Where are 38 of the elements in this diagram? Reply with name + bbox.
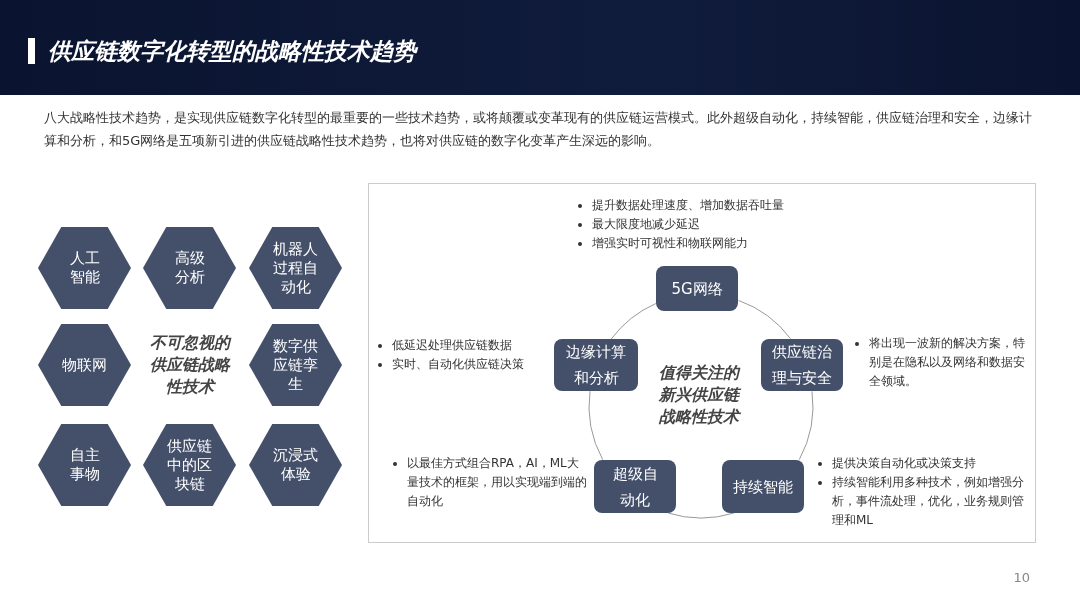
rounded-box [594, 460, 676, 513]
bullet-text: 增强实时可视性和物联网能力 [592, 236, 748, 250]
bullet-text: 将出现一波新的解决方案，特别是在隐私以及网络和数据安全领域。 [869, 336, 1025, 388]
node-text: 物联网 [61, 355, 108, 375]
node-text: 供应链治理与安全 [771, 342, 833, 389]
node-text: 人工智能 [68, 249, 101, 287]
bullet-text: 提升数据处理速度、增加数据吞吐量 [592, 198, 784, 212]
node-text: 数字供应链孪生 [272, 336, 319, 394]
ring-connector [588, 390, 604, 461]
node-text: 超级自动化 [611, 463, 659, 511]
ring-connector [610, 303, 657, 340]
node-text: 边缘计算和分析 [565, 342, 627, 389]
bullet-text: 最大限度地减少延迟 [592, 217, 700, 231]
bullet-text: 以最佳方式组合RPA，AI，ML大量技术的框架，用以实现端到端的自动化 [407, 456, 587, 508]
ring-connector [798, 390, 814, 461]
ring-connector [738, 299, 791, 340]
rounded-box [761, 339, 843, 391]
node-text: 自主事物 [68, 446, 101, 484]
node-text: 持续智能 [732, 476, 794, 498]
center-caption: 值得关注的新兴供应链战略性技术 [657, 362, 741, 428]
page-number: 10 [1013, 570, 1030, 585]
bullet-text: 提供决策自动化或决策支持 [832, 456, 976, 470]
node-text: 高级分析 [173, 249, 206, 287]
node-text: 沉浸式体验 [272, 446, 319, 484]
node-text: 5G网络 [670, 278, 724, 300]
rounded-box [722, 460, 804, 513]
slide-title: 供应链数字化转型的战略性技术趋势 [48, 37, 419, 66]
center-caption: 不可忽视的供应链战略性技术 [149, 332, 232, 398]
bullet-text: 持续智能利用多种技术，例如增强分析，事件流处理，优化，业务规则管理和ML [832, 475, 1024, 527]
ring-connector [667, 512, 735, 519]
intro-paragraph: 八大战略性技术趋势，是实现供应链数字化转型的最重要的一些技术趋势，或将颠覆或变革现有的供应链运营模式。此外超级自动化，持续智能，供应链治理和安全，边缘计算和分析，和5G网络是五项新引进的供应链战略性技术趋势，也将对供应链的数字化变革产生深远的影响。 [44, 109, 1033, 150]
bullet-text: 低延迟处理供应链数据 [392, 338, 512, 352]
bullet-text: 实时、自动化供应链决策 [392, 357, 524, 371]
node-text: 供应链中的区块链 [166, 436, 213, 494]
panel-frame [368, 183, 1036, 543]
rounded-box [656, 266, 738, 311]
rounded-box [554, 339, 638, 391]
node-text: 机器人过程自动化 [272, 239, 319, 297]
